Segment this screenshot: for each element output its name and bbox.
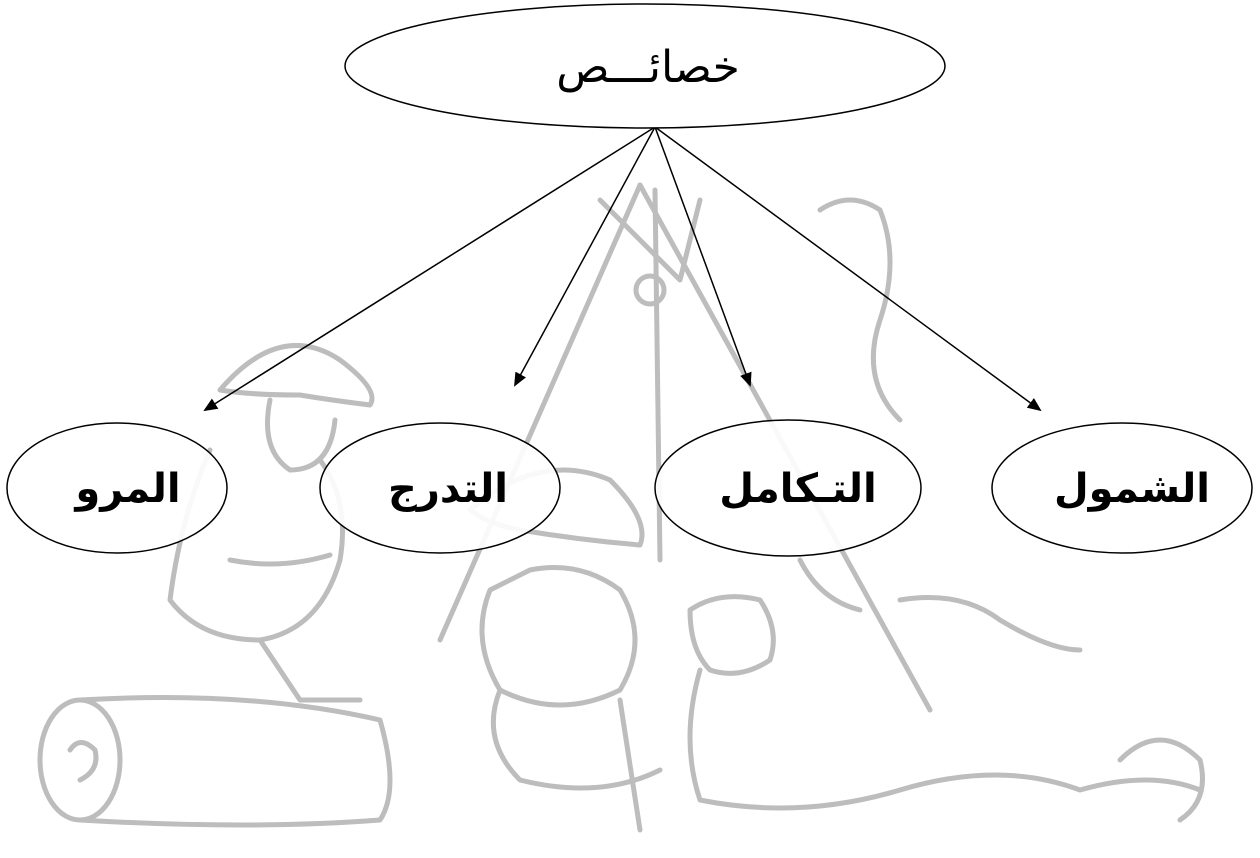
node-ellipse (6, 422, 228, 554)
node-takamul: التـكامل (654, 419, 922, 557)
root-label: خصائـــص (556, 42, 740, 93)
node-tadarruj: التدرج (319, 422, 561, 554)
arrow-to-muruna (203, 126, 656, 412)
node-muruna: المرو (6, 422, 228, 554)
arrow-to-tadarruj (514, 126, 656, 387)
connector-lines (203, 126, 1042, 412)
node-ellipse (991, 422, 1253, 554)
node-ellipse (319, 422, 561, 554)
arrow-to-takamul (654, 126, 752, 387)
root-ellipse (344, 3, 946, 129)
node-label-takamul: التـكامل (719, 466, 876, 512)
node-label-shumul: الشمول (1054, 466, 1210, 512)
node-shumul: الشمول (991, 422, 1253, 554)
arrow-to-shumul (654, 126, 1042, 412)
root-node: خصائـــص (344, 3, 946, 129)
node-ellipse (654, 419, 922, 557)
node-label-tadarruj: التدرج (388, 466, 508, 512)
node-label-muruna: المرو (73, 466, 180, 512)
